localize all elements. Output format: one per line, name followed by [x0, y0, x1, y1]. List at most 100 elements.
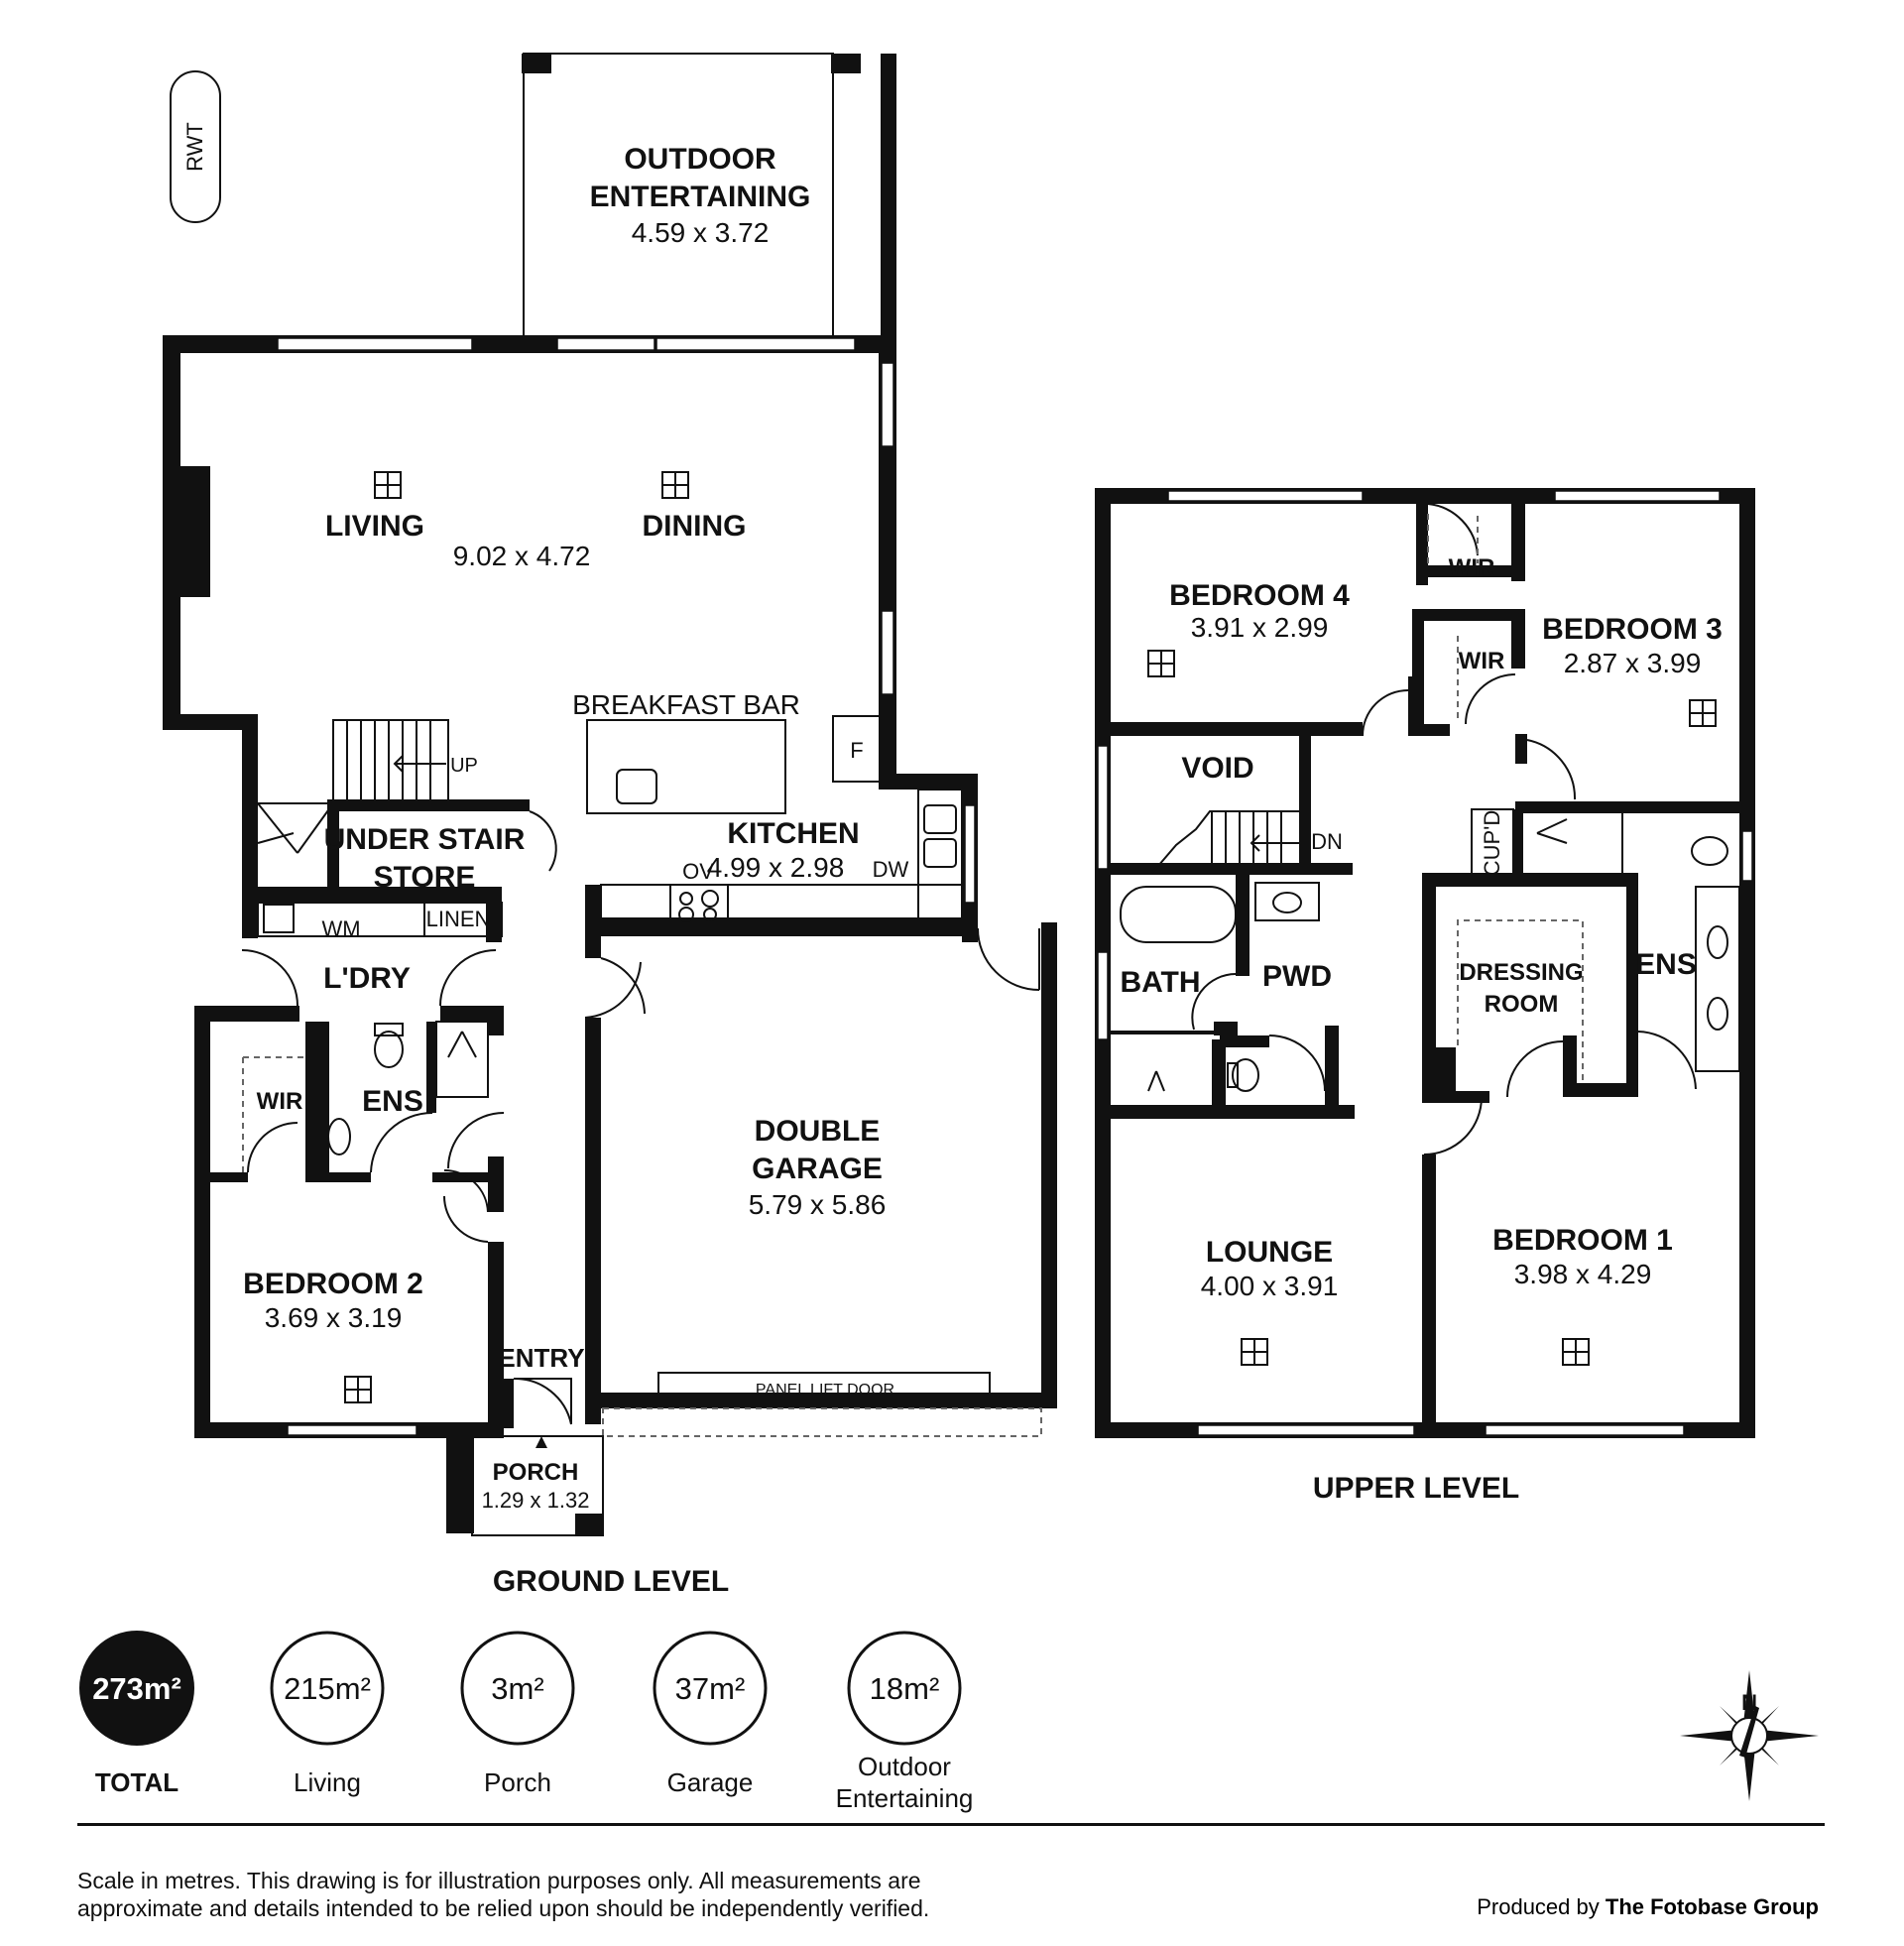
bedroom3-dims: 2.87 x 3.99 [1564, 648, 1702, 678]
area-value-living: 215m² [284, 1671, 371, 1706]
outdoor-name-line2: ENTERTAINING [590, 181, 811, 213]
bath-door[interactable] [1191, 973, 1237, 1031]
disclaimer-line1: Scale in metres. This drawing is for ill… [77, 1868, 921, 1893]
toilet [1691, 836, 1728, 866]
dressing-line1: DRESSING [1459, 959, 1583, 986]
porch-dims: 1.29 x 1.32 [482, 1488, 590, 1513]
bedroom4-door[interactable] [1362, 689, 1409, 737]
pwd-label: PWD [1262, 960, 1332, 993]
kitchen-label: KITCHEN [727, 817, 859, 850]
fridge-label: F [850, 738, 863, 763]
ensuite-label: ENS [362, 1085, 423, 1118]
basin [327, 1118, 351, 1155]
store-door[interactable] [529, 810, 557, 872]
wir-label: WIR [257, 1088, 303, 1115]
dishwasher-label: DW [873, 857, 909, 882]
shower [435, 1021, 489, 1098]
pwd-door[interactable] [1268, 1034, 1326, 1092]
sink [923, 804, 957, 834]
linen-label: LINEN [426, 907, 491, 931]
panel-lift-door [657, 1372, 991, 1398]
window [287, 1424, 417, 1436]
area-value-porch: 3m² [491, 1671, 543, 1706]
breakfast-bar [586, 719, 786, 814]
living-dims: 9.02 x 4.72 [453, 541, 591, 571]
laundry-door-right[interactable] [439, 949, 497, 1007]
bedroom1-door[interactable] [1423, 1096, 1483, 1155]
sliding-door [655, 337, 856, 351]
toilet [374, 1031, 404, 1068]
ensuite-upper-door[interactable] [1637, 1031, 1697, 1090]
area-summary: 273m² TOTAL 215m² Living 3m² Porch 37m² … [79, 1631, 973, 1813]
porch-label: PORCH [493, 1459, 579, 1486]
bedroom4-dims: 3.91 x 2.99 [1191, 612, 1329, 643]
cooktop [669, 884, 729, 927]
bedroom3-label: BEDROOM 3 [1542, 613, 1723, 646]
area-circle-total [79, 1631, 194, 1746]
garage-dims: 5.79 x 5.86 [749, 1189, 887, 1220]
bedroom2-dims: 3.69 x 3.19 [265, 1302, 403, 1333]
vanity [1695, 886, 1740, 1072]
bedroom3-door[interactable] [1526, 739, 1577, 800]
kitchen-dims: 4.99 x 2.98 [707, 852, 845, 883]
window [277, 337, 473, 351]
area-circle-outdoor [847, 1631, 962, 1746]
panel-lift-door-label: PANEL LIFT DOOR [756, 1382, 894, 1399]
area-circle-garage [653, 1631, 768, 1746]
laundry-tub [263, 904, 295, 933]
entry-label: ENTRY [498, 1343, 584, 1373]
garage-internal-door[interactable] [600, 957, 646, 1015]
area-circle-porch [460, 1631, 575, 1746]
garage-side-door[interactable] [977, 927, 1040, 991]
ensuite-door[interactable] [370, 1112, 433, 1173]
bedroom1-label: BEDROOM 1 [1492, 1224, 1673, 1257]
oven-label: OV [682, 859, 714, 884]
wir-door[interactable] [247, 1122, 298, 1173]
under-stair-line2: STORE [374, 861, 476, 894]
bar-sink [616, 769, 657, 804]
kitchen-bench [600, 884, 963, 919]
window [881, 610, 894, 695]
bedroom2-label: BEDROOM 2 [243, 1268, 423, 1300]
upper-level-plan: CUP'D [1095, 488, 1755, 1438]
rainwater-tank [170, 70, 221, 223]
area-value-garage: 37m² [675, 1671, 746, 1706]
living-label: LIVING [325, 510, 424, 543]
compass: N [1680, 1670, 1819, 1801]
window [556, 337, 655, 351]
fridge [832, 715, 882, 783]
laundry-door-left[interactable] [241, 949, 298, 1007]
compass-north-label: N [1741, 1690, 1757, 1715]
area-label-garage: Garage [667, 1767, 754, 1797]
void-label: VOID [1181, 752, 1253, 785]
porch-area [471, 1435, 604, 1536]
footer-divider [77, 1823, 1825, 1826]
outdoor-name-line1: OUTDOOR [624, 143, 776, 176]
bedroom4-label: BEDROOM 4 [1169, 579, 1350, 612]
wir-b-label: WIR [1459, 648, 1505, 674]
dining-label: DINING [643, 510, 747, 543]
outdoor-dims: 4.59 x 3.72 [632, 217, 770, 248]
window [881, 362, 894, 447]
entry-door[interactable] [513, 1377, 572, 1425]
wir-b-door[interactable] [1465, 673, 1516, 725]
under-stair-line1: UNDER STAIR [324, 823, 526, 856]
ensuite-upper-label: ENS [1635, 948, 1697, 981]
garage-line1: DOUBLE [755, 1115, 881, 1148]
lounge-dims: 4.00 x 3.91 [1201, 1271, 1339, 1301]
disclaimer-line2: approximate and details intended to be r… [77, 1895, 929, 1921]
ground-level-plan: F [163, 53, 1057, 1536]
area-circle-living [270, 1631, 385, 1746]
cupboard-label: CUP'D [1480, 810, 1504, 877]
bedroom2-door[interactable] [443, 1168, 489, 1213]
ground-level-label: GROUND LEVEL [493, 1565, 729, 1598]
area-value-outdoor: 18m² [870, 1671, 940, 1706]
kitchen-side-bench [917, 789, 963, 919]
breakfast-bar-label: BREAKFAST BAR [572, 689, 800, 720]
area-value-total: 273m² [92, 1671, 181, 1706]
wir-a-label: WIR [1449, 554, 1495, 581]
dressing-door[interactable] [1506, 1040, 1564, 1098]
bedroom1-dims: 3.98 x 4.29 [1514, 1259, 1652, 1289]
